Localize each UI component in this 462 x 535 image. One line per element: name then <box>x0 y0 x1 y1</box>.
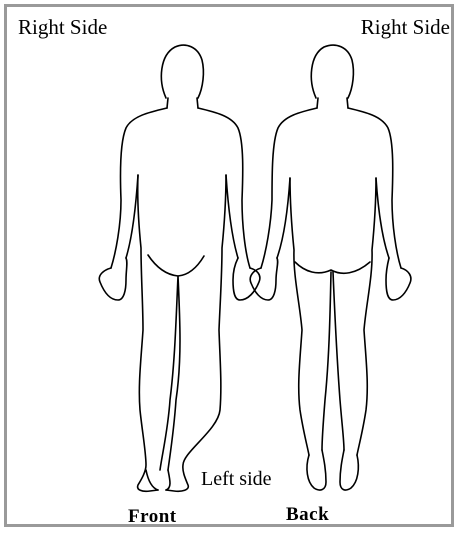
front-head <box>161 45 203 98</box>
body-front-outline <box>99 45 260 491</box>
back-neck <box>317 98 348 108</box>
body-back-outline <box>250 45 411 490</box>
right-side-label-back: Right Side <box>361 15 450 40</box>
front-inner-legs <box>160 276 180 470</box>
front-hands <box>99 258 260 300</box>
left-side-label: Left side <box>201 468 272 491</box>
front-neck <box>167 98 198 108</box>
back-feet <box>307 450 358 490</box>
back-head <box>311 45 353 98</box>
front-body-contour <box>111 108 250 491</box>
front-pelvis <box>148 255 204 276</box>
back-inner-legs <box>322 272 344 450</box>
front-feet <box>146 470 170 490</box>
front-inner-arms <box>126 175 238 258</box>
right-side-label-front: Right Side <box>18 15 107 40</box>
front-view-label: Front <box>128 506 177 528</box>
back-view-label: Back <box>286 504 329 526</box>
